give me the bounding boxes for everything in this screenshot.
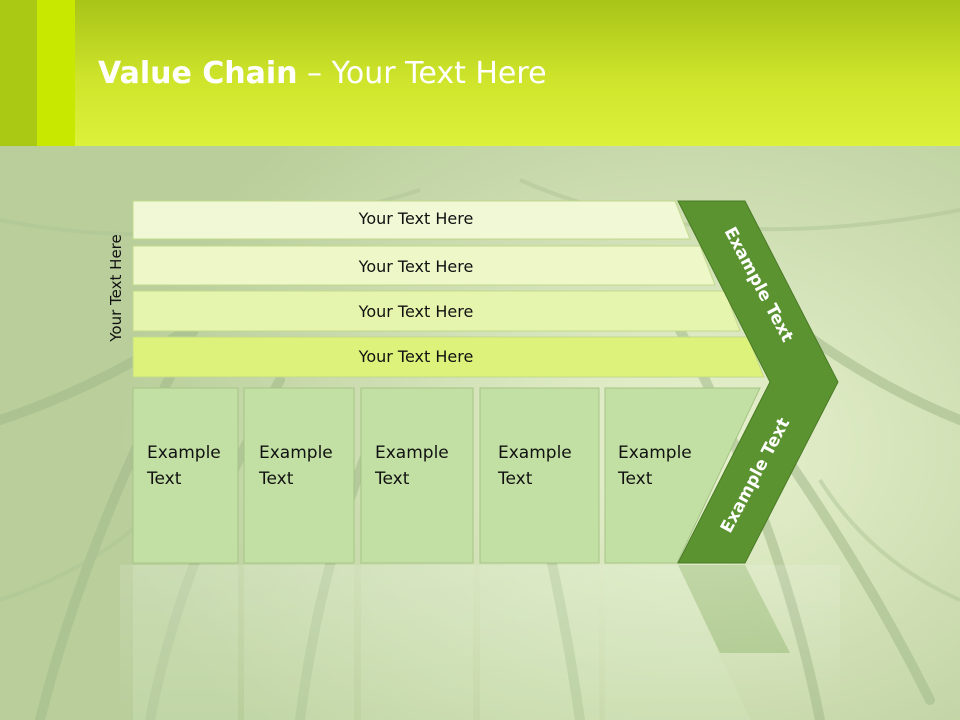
title-bold: Value Chain (98, 56, 298, 91)
row-label: Your Text Here (358, 347, 474, 366)
box-text-line2: Text (258, 469, 294, 489)
box-text-line2: Text (497, 469, 533, 489)
slide-title: Value Chain – Your Text Here (98, 52, 547, 96)
header-bar: Value Chain – Your Text Here (0, 0, 960, 146)
header-accent-strip (0, 0, 37, 146)
box-text-line1: Example (147, 443, 221, 463)
row-label: Your Text Here (358, 209, 474, 228)
box-text-line2: Text (146, 469, 182, 489)
row-bar (132, 245, 716, 286)
margin-chevron (677, 200, 839, 564)
reflection-fade (120, 565, 840, 720)
activity-boxes (132, 387, 761, 564)
row-bar (132, 200, 691, 240)
box-text-line2: Text (617, 469, 653, 489)
activity-box (360, 387, 474, 564)
activity-box (243, 387, 355, 564)
header-accent-strip (37, 0, 75, 146)
row-bar (132, 290, 741, 332)
box-text-line1: Example (498, 443, 572, 463)
row-label: Your Text Here (358, 302, 474, 321)
row-bars (132, 200, 765, 378)
activity-box (604, 387, 761, 564)
activity-box (479, 387, 600, 564)
row-label: Your Text Here (358, 257, 474, 276)
box-text-line1: Example (259, 443, 333, 463)
side-label: Your Text Here (107, 234, 125, 342)
activity-box (132, 387, 239, 564)
box-text-line1: Example (375, 443, 449, 463)
box-text-line1: Example (618, 443, 692, 463)
row-bar (132, 336, 765, 378)
box-text-line2: Text (374, 469, 410, 489)
title-rest: – Your Text Here (297, 56, 547, 91)
